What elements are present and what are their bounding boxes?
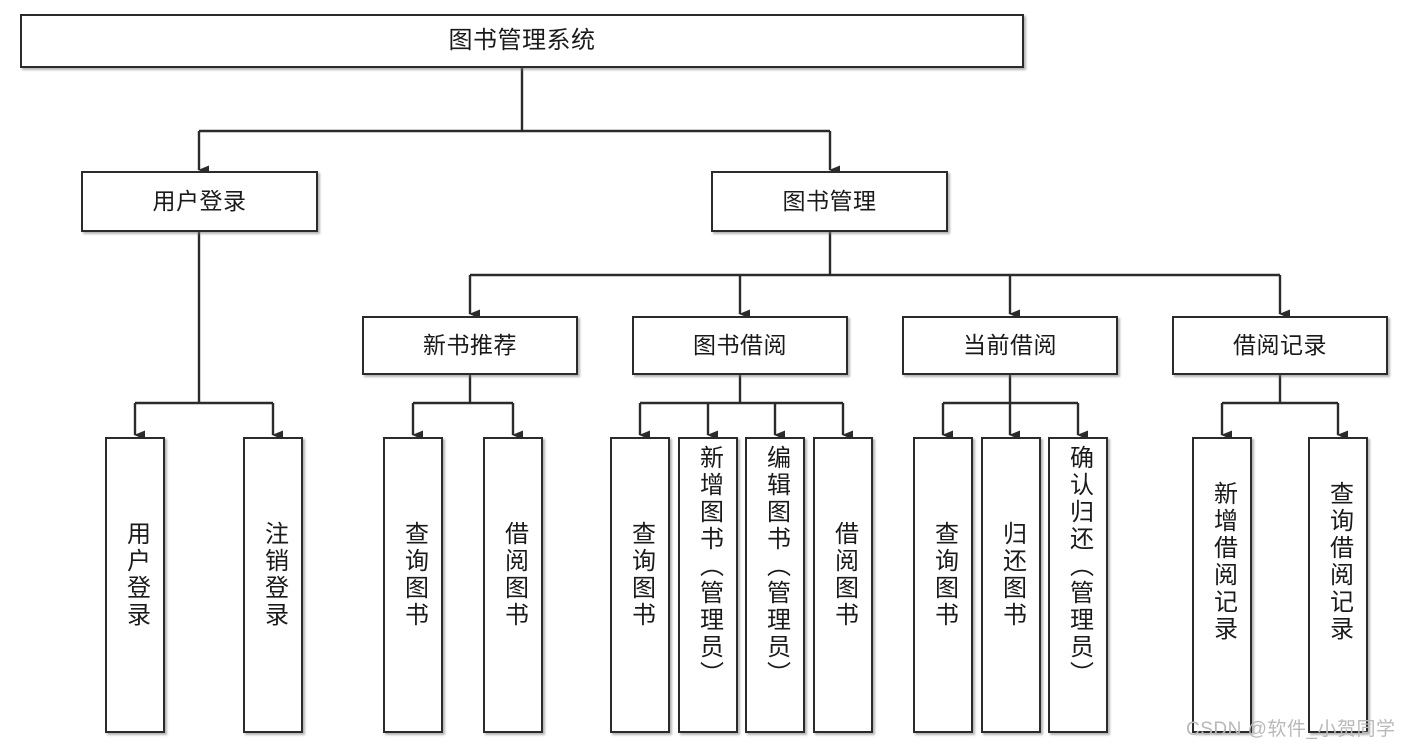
node-label: 编辑图书（管理员） (762, 445, 790, 688)
node-leaf-borrow-book[interactable]: 借阅图书 (813, 437, 873, 733)
node-label: 新书推荐 (423, 332, 517, 359)
node-leaf-add-book[interactable]: 新增图书（管理员） (678, 437, 738, 733)
node-leaf-return-book[interactable]: 归还图书 (981, 437, 1041, 733)
node-label: 查询借阅记录 (1325, 481, 1353, 643)
node-leaf-query-borrow-record[interactable]: 查询借阅记录 (1308, 437, 1368, 733)
node-label: 注销登录 (260, 521, 288, 629)
node-label: 当前借阅 (963, 332, 1057, 359)
node-current-borrow[interactable]: 当前借阅 (902, 316, 1118, 375)
node-label: 用户登录 (122, 521, 150, 629)
node-leaf-query-book-current[interactable]: 查询图书 (913, 437, 973, 733)
node-label: 归还图书 (998, 521, 1026, 629)
node-leaf-query-book-borrow[interactable]: 查询图书 (610, 437, 670, 733)
node-borrow-record[interactable]: 借阅记录 (1172, 316, 1388, 375)
node-leaf-add-borrow-record[interactable]: 新增借阅记录 (1192, 437, 1252, 733)
node-label: 图书借阅 (693, 332, 787, 359)
node-leaf-edit-book[interactable]: 编辑图书（管理员） (745, 437, 805, 733)
csdn-watermark: CSDN @软件_小贺同学 (1186, 719, 1396, 740)
node-label: 图书管理系统 (448, 27, 596, 55)
node-book-manage[interactable]: 图书管理 (711, 171, 948, 232)
node-user-login[interactable]: 用户登录 (81, 171, 318, 232)
node-leaf-user-login[interactable]: 用户登录 (105, 437, 165, 733)
node-new-book-recommend[interactable]: 新书推荐 (362, 316, 578, 375)
node-book-borrow[interactable]: 图书借阅 (632, 316, 848, 375)
node-label: 新增借阅记录 (1209, 481, 1237, 643)
node-label: 查询图书 (627, 521, 655, 629)
node-label: 借阅记录 (1233, 332, 1327, 359)
node-label: 借阅图书 (830, 521, 858, 629)
node-label: 图书管理 (782, 188, 877, 215)
node-leaf-query-book-recommend[interactable]: 查询图书 (383, 437, 443, 733)
node-label: 新增图书（管理员） (695, 445, 723, 688)
node-root-book-management-system[interactable]: 图书管理系统 (20, 14, 1024, 68)
node-label: 查询图书 (400, 521, 428, 629)
node-leaf-user-logout[interactable]: 注销登录 (243, 437, 303, 733)
node-label: 确认归还（管理员） (1065, 445, 1093, 688)
node-label: 查询图书 (930, 521, 958, 629)
node-leaf-borrow-book-recommend[interactable]: 借阅图书 (483, 437, 543, 733)
node-label: 用户登录 (152, 188, 247, 215)
node-label: 借阅图书 (500, 521, 528, 629)
node-leaf-confirm-return[interactable]: 确认归还（管理员） (1048, 437, 1108, 733)
